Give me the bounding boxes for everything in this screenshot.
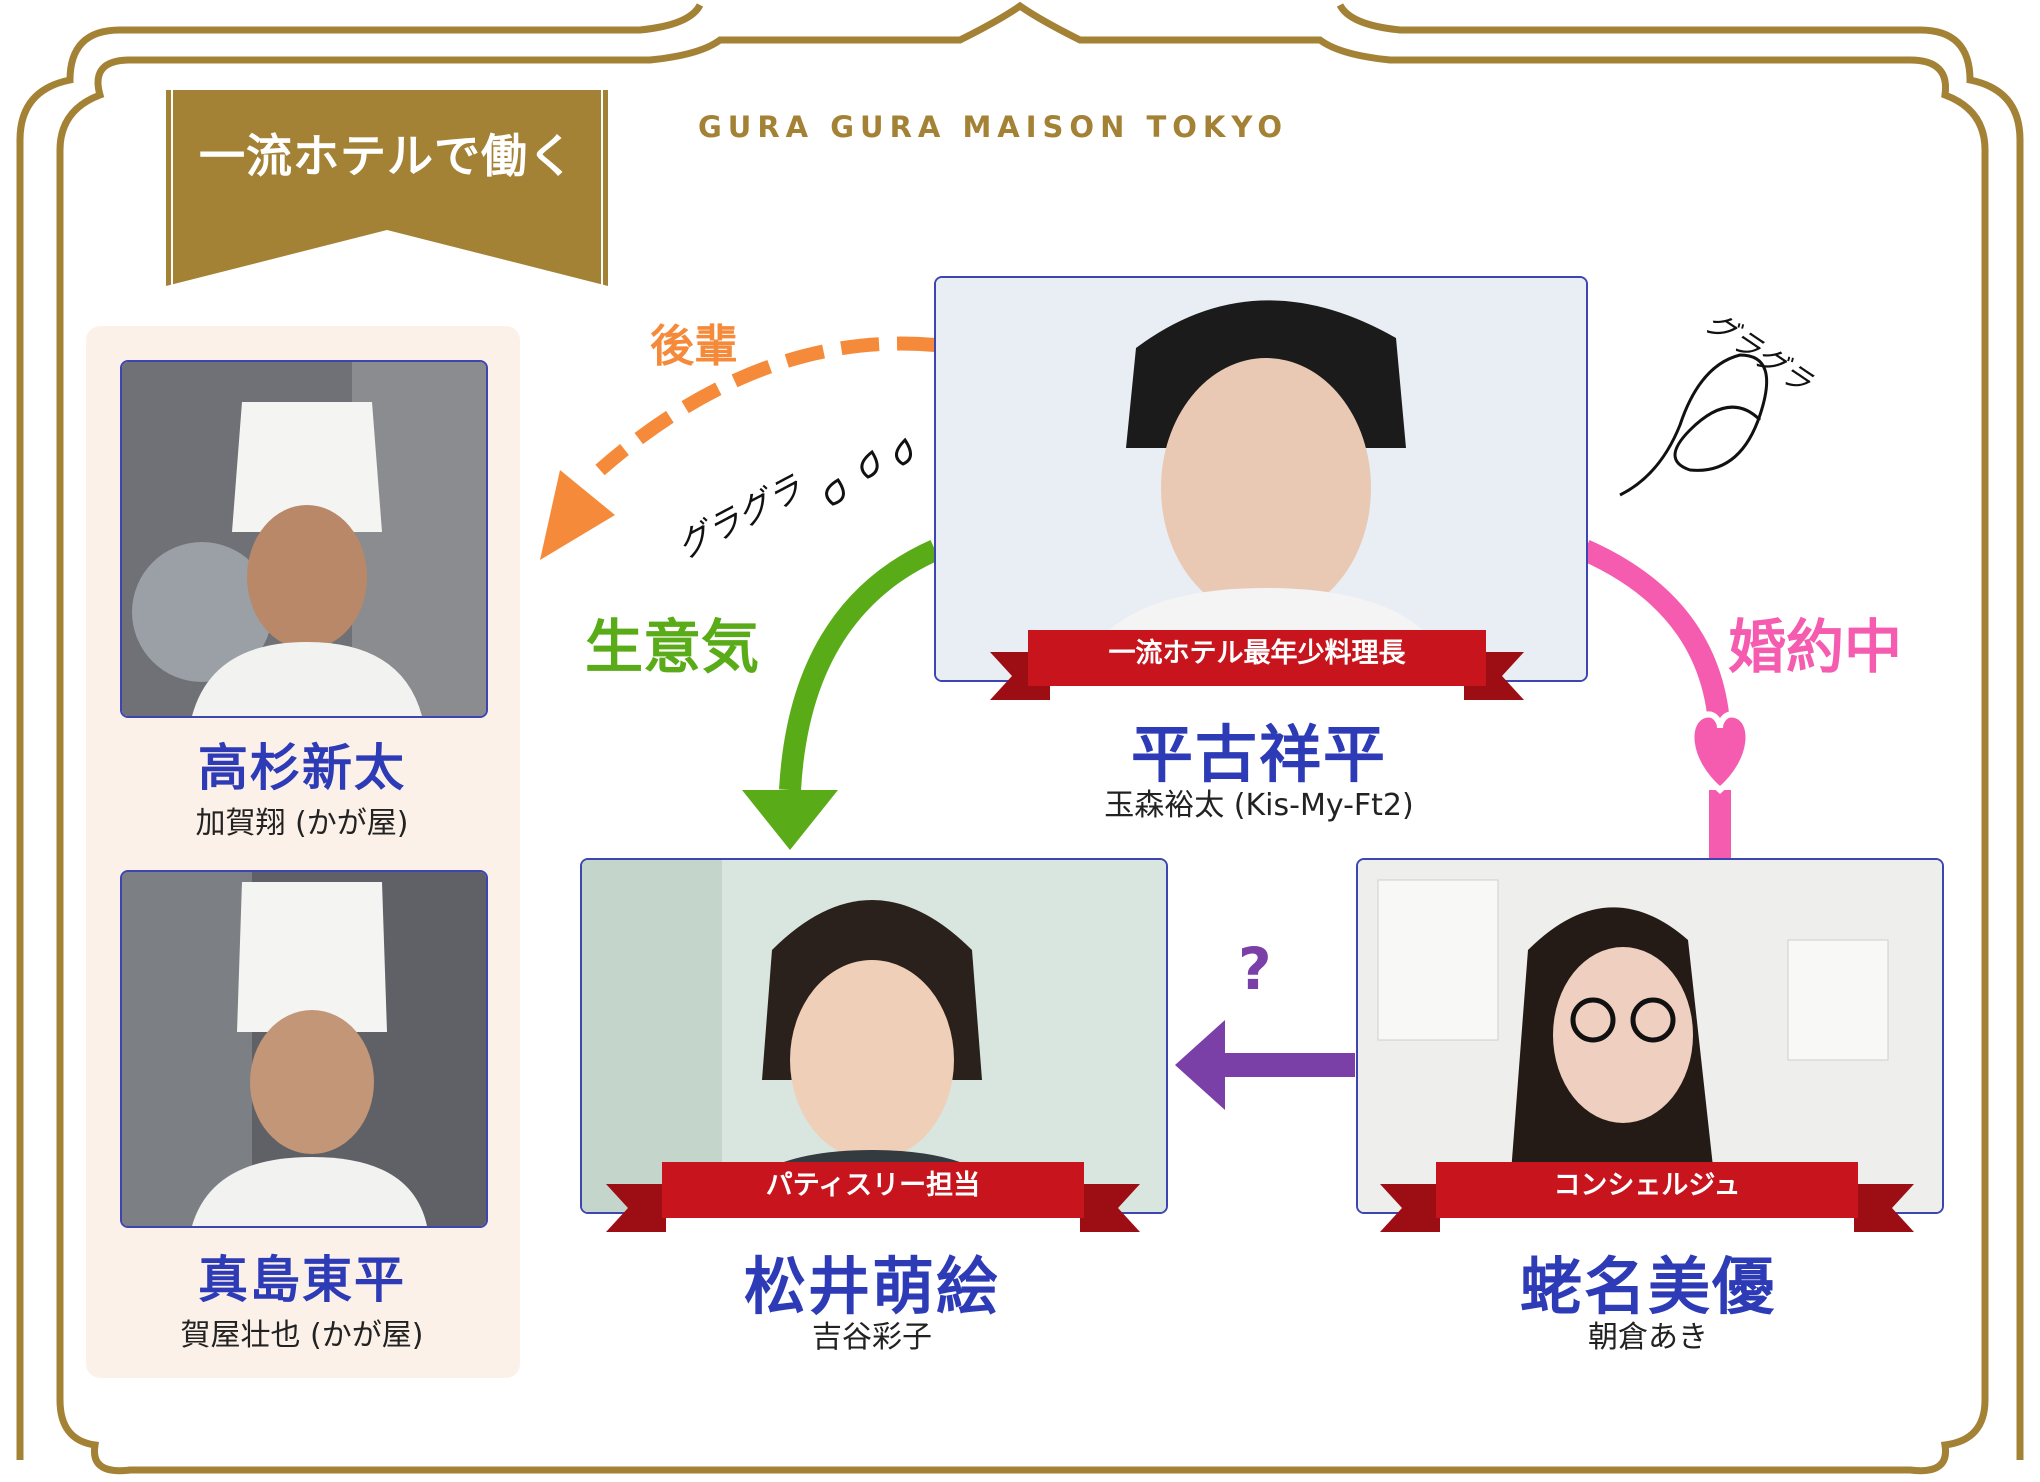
- label-engaged: 婚約中: [1728, 613, 1903, 681]
- header-tag-banner: [166, 90, 608, 286]
- sweat-drop-icon: [860, 449, 879, 479]
- role-center: 一流ホテル最年少料理長: [1108, 638, 1406, 669]
- role-left: パティスリー担当: [765, 1170, 981, 1201]
- sweat-drop-icon: [895, 437, 912, 466]
- actor-right: 朝倉あき: [1588, 1320, 1708, 1355]
- name-center: 平古祥平: [1130, 718, 1387, 791]
- name-right: 蛯名美優: [1519, 1250, 1776, 1323]
- photo-takasugi: [120, 360, 488, 718]
- photo-hiraiko: [934, 276, 1588, 682]
- name-left: 松井萌絵: [743, 1250, 1000, 1323]
- photo-ebina: [1356, 858, 1944, 1214]
- junior-arrow-head: [540, 470, 615, 560]
- brand-title: GURA GURA MAISON TOKYO: [698, 110, 1288, 144]
- photo-majima: [120, 870, 488, 1228]
- role-right: コンシェルジュ: [1553, 1170, 1741, 1201]
- ribbon-center: [990, 630, 1524, 700]
- heart-icon: [1688, 711, 1752, 794]
- label-question: ?: [1238, 935, 1272, 1003]
- side-actor-1: 加賀翔 (かが屋): [195, 806, 409, 841]
- side-name-1: 高杉新太: [198, 739, 406, 797]
- actor-center: 玉森裕太 (Kis-My-Ft2): [1104, 788, 1414, 823]
- side-actor-2: 賀屋壮也 (かが屋): [180, 1318, 424, 1353]
- cheeky-arrow-line: [779, 539, 940, 791]
- question-arrow-head: [1175, 1020, 1225, 1110]
- ribbon-left: [606, 1162, 1140, 1232]
- scribble-icon: [1619, 353, 1769, 497]
- header-tag: 一流ホテルで働く: [199, 129, 575, 183]
- label-cheeky: 生意気: [585, 613, 760, 681]
- sweat-drop-icon: [825, 477, 845, 506]
- ribbon-right: [1380, 1162, 1914, 1232]
- engaged-line: [1580, 539, 1731, 746]
- label-junior: 後輩: [650, 321, 738, 372]
- side-name-2: 真島東平: [198, 1251, 406, 1309]
- actor-left: 吉谷彩子: [812, 1320, 932, 1355]
- cheeky-arrow-head: [742, 790, 838, 850]
- junior-arrow-line: [595, 336, 936, 476]
